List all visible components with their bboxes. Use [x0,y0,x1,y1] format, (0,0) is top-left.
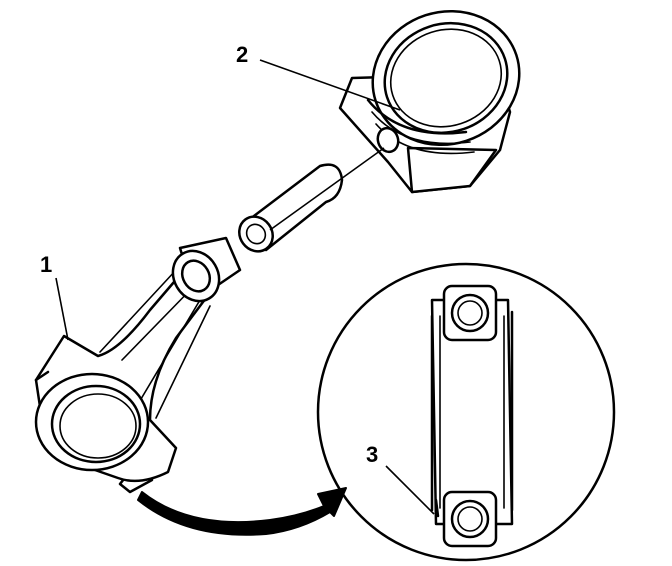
callout-number-3: 3 [366,442,379,467]
leader-line-1 [55,277,69,341]
leader-line-2 [259,59,401,111]
callout-number-1: 1 [40,252,53,277]
piston-pin [238,163,344,253]
leader-line-3 [385,465,435,515]
callout-number-2: 2 [236,42,249,67]
connecting-rod [34,236,242,494]
assembly-axis-line [269,147,385,231]
detail-arrow [137,487,347,536]
piston [338,9,521,194]
detail-view [316,262,616,562]
